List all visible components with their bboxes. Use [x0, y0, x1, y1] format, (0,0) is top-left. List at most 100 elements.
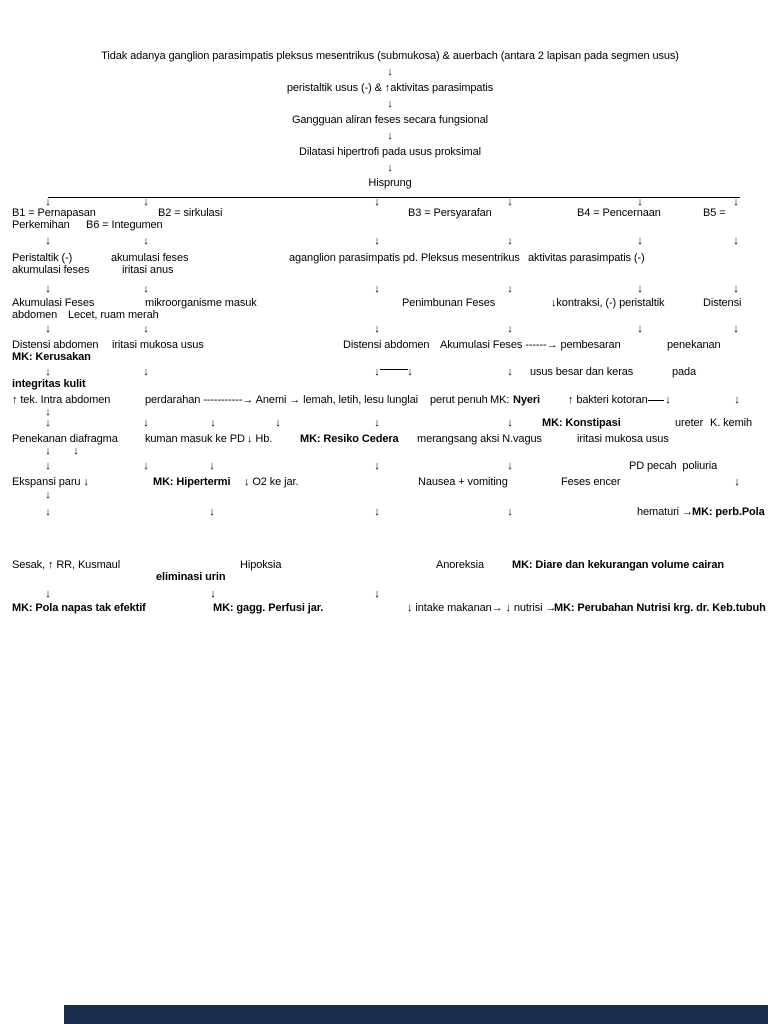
down-arrow-icon: ↓ — [734, 394, 740, 406]
down-arrow-icon: ↓ — [143, 366, 149, 378]
down-arrow-icon: ↓ — [637, 235, 643, 247]
node-nyeri: Nyeri — [513, 394, 541, 406]
down-arrow-icon: ↓ — [507, 323, 513, 335]
node-mk-gagg-perfusi-jar: MK: gagg. Perfusi jar. — [213, 602, 324, 614]
bottom-bar — [64, 1005, 768, 1024]
down-arrow-icon: ↓ — [387, 98, 393, 110]
node-perut-penuh: perut penuh — [430, 394, 488, 406]
node-mk-diare-dan-kekurangan-volume-cairan: MK: Diare dan kekurangan volume cairan — [512, 559, 724, 571]
down-arrow-icon: ↓ — [387, 130, 393, 142]
node-akumulasi-feses: Akumulasi Feses — [12, 297, 95, 309]
node-mk-kerusakan: MK: Kerusakan — [12, 351, 91, 363]
node-peristaltik: Peristaltik (-) — [12, 252, 73, 264]
node-mk-konstipasi: MK: Konstipasi — [542, 417, 621, 429]
down-arrow-icon: ↓ — [387, 66, 393, 78]
node-mk-pola-napas-tak-efektif: MK: Pola napas tak efektif — [12, 602, 146, 614]
down-arrow-icon: ↓ — [507, 235, 513, 247]
node-mk-hipertermi: MK: Hipertermi — [153, 476, 231, 488]
node-kuman-masuk-ke-pd: kuman masuk ke PD — [145, 433, 245, 445]
node-penekanan-diafragma: Penekanan diafragma — [12, 433, 118, 445]
node-ureter: ureter — [675, 417, 704, 429]
node-kontraksi-peristaltik: ↓kontraksi, (-) peristaltik — [551, 297, 665, 309]
node-feses-encer: Feses encer — [561, 476, 621, 488]
down-arrow-icon: ↓ — [733, 196, 739, 208]
node-tek-intra-abdomen: ↑ tek. Intra abdomen — [12, 394, 111, 406]
down-arrow-icon: ↓ — [374, 366, 380, 378]
node-aktivitas-parasimpatis: aktivitas parasimpatis (-) — [528, 252, 645, 264]
node-abdomen: abdomen — [12, 309, 58, 321]
down-arrow-icon: ↓ — [45, 366, 51, 378]
node-mk-perb-pola: MK: perb.Pola — [692, 506, 765, 518]
down-arrow-icon: ↓ — [45, 323, 51, 335]
node-ekspansi-paru: Ekspansi paru ↓ — [12, 476, 89, 488]
bracket-line — [380, 369, 408, 371]
down-arrow-icon: ↓ — [637, 283, 643, 295]
node-akumulasi-feses-pembesaran: Akumulasi Feses ------→ pembesaran — [440, 339, 621, 351]
node-anoreksia: Anoreksia — [436, 559, 485, 571]
down-arrow-icon: ↓ — [507, 417, 513, 429]
bakteri-connector-line — [648, 400, 664, 402]
node-distensi: Distensi — [703, 297, 742, 309]
node-hipoksia: Hipoksia — [240, 559, 282, 571]
node-pd-pecah-poliuria: PD pecah poliuria — [629, 460, 718, 472]
down-arrow-icon: ↓ — [733, 283, 739, 295]
node-akumulasi-feses: akumulasi feses — [12, 264, 90, 276]
down-arrow-icon: ↓ — [210, 588, 216, 600]
node-hb: ↓ Hb. — [247, 433, 273, 445]
node-pada: pada — [672, 366, 697, 378]
down-arrow-icon: ↓ — [45, 489, 51, 501]
node-iritasi-mukosa-usus: iritasi mukosa usus — [577, 433, 669, 445]
down-arrow-icon: ↓ — [374, 460, 380, 472]
node-dilatasi-hipertrofi-pada-usus-proksimal: Dilatasi hipertrofi pada usus proksimal — [299, 146, 481, 158]
node-peristaltik-usus-aktivitas-parasimpatis: peristaltik usus (-) & ↑aktivitas parasi… — [286, 82, 494, 94]
node-akumulasi-feses: akumulasi feses — [111, 252, 189, 264]
node-bakteri-kotoran: ↑ bakteri kotoran — [568, 394, 648, 406]
down-arrow-icon: ↓ — [507, 366, 513, 378]
down-arrow-icon: ↓ — [209, 506, 215, 518]
node-tidak-adanya-ganglion-parasimpatis-pleks: Tidak adanya ganglion parasimpatis pleks… — [101, 50, 679, 62]
down-arrow-icon: ↓ — [374, 283, 380, 295]
down-arrow-icon: ↓ — [407, 366, 413, 378]
node-b6-integumen: B6 = Integumen — [86, 219, 163, 231]
down-arrow-icon: ↓ — [45, 445, 51, 457]
node-distensi-abdomen: Distensi abdomen — [343, 339, 430, 351]
node-b4-pencernaan: B4 = Pencernaan — [577, 207, 661, 219]
down-arrow-icon: ↓ — [733, 323, 739, 335]
down-arrow-icon: ↓ — [45, 588, 51, 600]
node-intake-makanan-nutrisi: ↓ intake makanan→ ↓ nutrisi → — [407, 602, 557, 614]
down-arrow-icon: ↓ — [637, 196, 643, 208]
node-lecet-ruam-merah: Lecet, ruam merah — [68, 309, 159, 321]
down-arrow-icon: ↓ — [45, 283, 51, 295]
branch-line — [48, 197, 740, 199]
node-iritasi-anus: iritasi anus — [122, 264, 174, 276]
node-perdarahan-anemi-lemah-letih-lesu-lungla: perdarahan -----------→ Anemi → lemah, l… — [145, 394, 418, 406]
down-arrow-icon: ↓ — [665, 394, 671, 406]
node-b3-persyarafan: B3 = Persyarafan — [408, 207, 492, 219]
node-sesak-rr-kusmaul: Sesak, ↑ RR, Kusmaul — [12, 559, 121, 571]
down-arrow-icon: ↓ — [733, 235, 739, 247]
down-arrow-icon: ↓ — [143, 323, 149, 335]
node-usus-besar-dan-keras: usus besar dan keras — [530, 366, 634, 378]
down-arrow-icon: ↓ — [374, 417, 380, 429]
node-mk: MK: — [490, 394, 510, 406]
node-gangguan-aliran-feses-secara-fungsional: Gangguan aliran feses secara fungsional — [291, 114, 489, 126]
node-hematuri: hematuri → — [637, 506, 693, 518]
down-arrow-icon: ↓ — [507, 196, 513, 208]
down-arrow-icon: ↓ — [637, 323, 643, 335]
down-arrow-icon: ↓ — [143, 460, 149, 472]
down-arrow-icon: ↓ — [275, 417, 281, 429]
down-arrow-icon: ↓ — [210, 417, 216, 429]
down-arrow-icon: ↓ — [374, 196, 380, 208]
node-distensi-abdomen: Distensi abdomen — [12, 339, 99, 351]
node-mk-resiko-cedera: MK: Resiko Cedera — [300, 433, 399, 445]
node-b2-sirkulasi: B2 = sirkulasi — [158, 207, 223, 219]
down-arrow-icon: ↓ — [45, 196, 51, 208]
node-aganglion-parasimpatis-pd-pleksus-mesent: aganglion parasimpatis pd. Pleksus mesen… — [289, 252, 520, 264]
node-penimbunan-feses: Penimbunan Feses — [402, 297, 496, 309]
down-arrow-icon: ↓ — [507, 460, 513, 472]
down-arrow-icon: ↓ — [734, 476, 740, 488]
down-arrow-icon: ↓ — [45, 506, 51, 518]
down-arrow-icon: ↓ — [73, 445, 79, 457]
down-arrow-icon: ↓ — [374, 506, 380, 518]
